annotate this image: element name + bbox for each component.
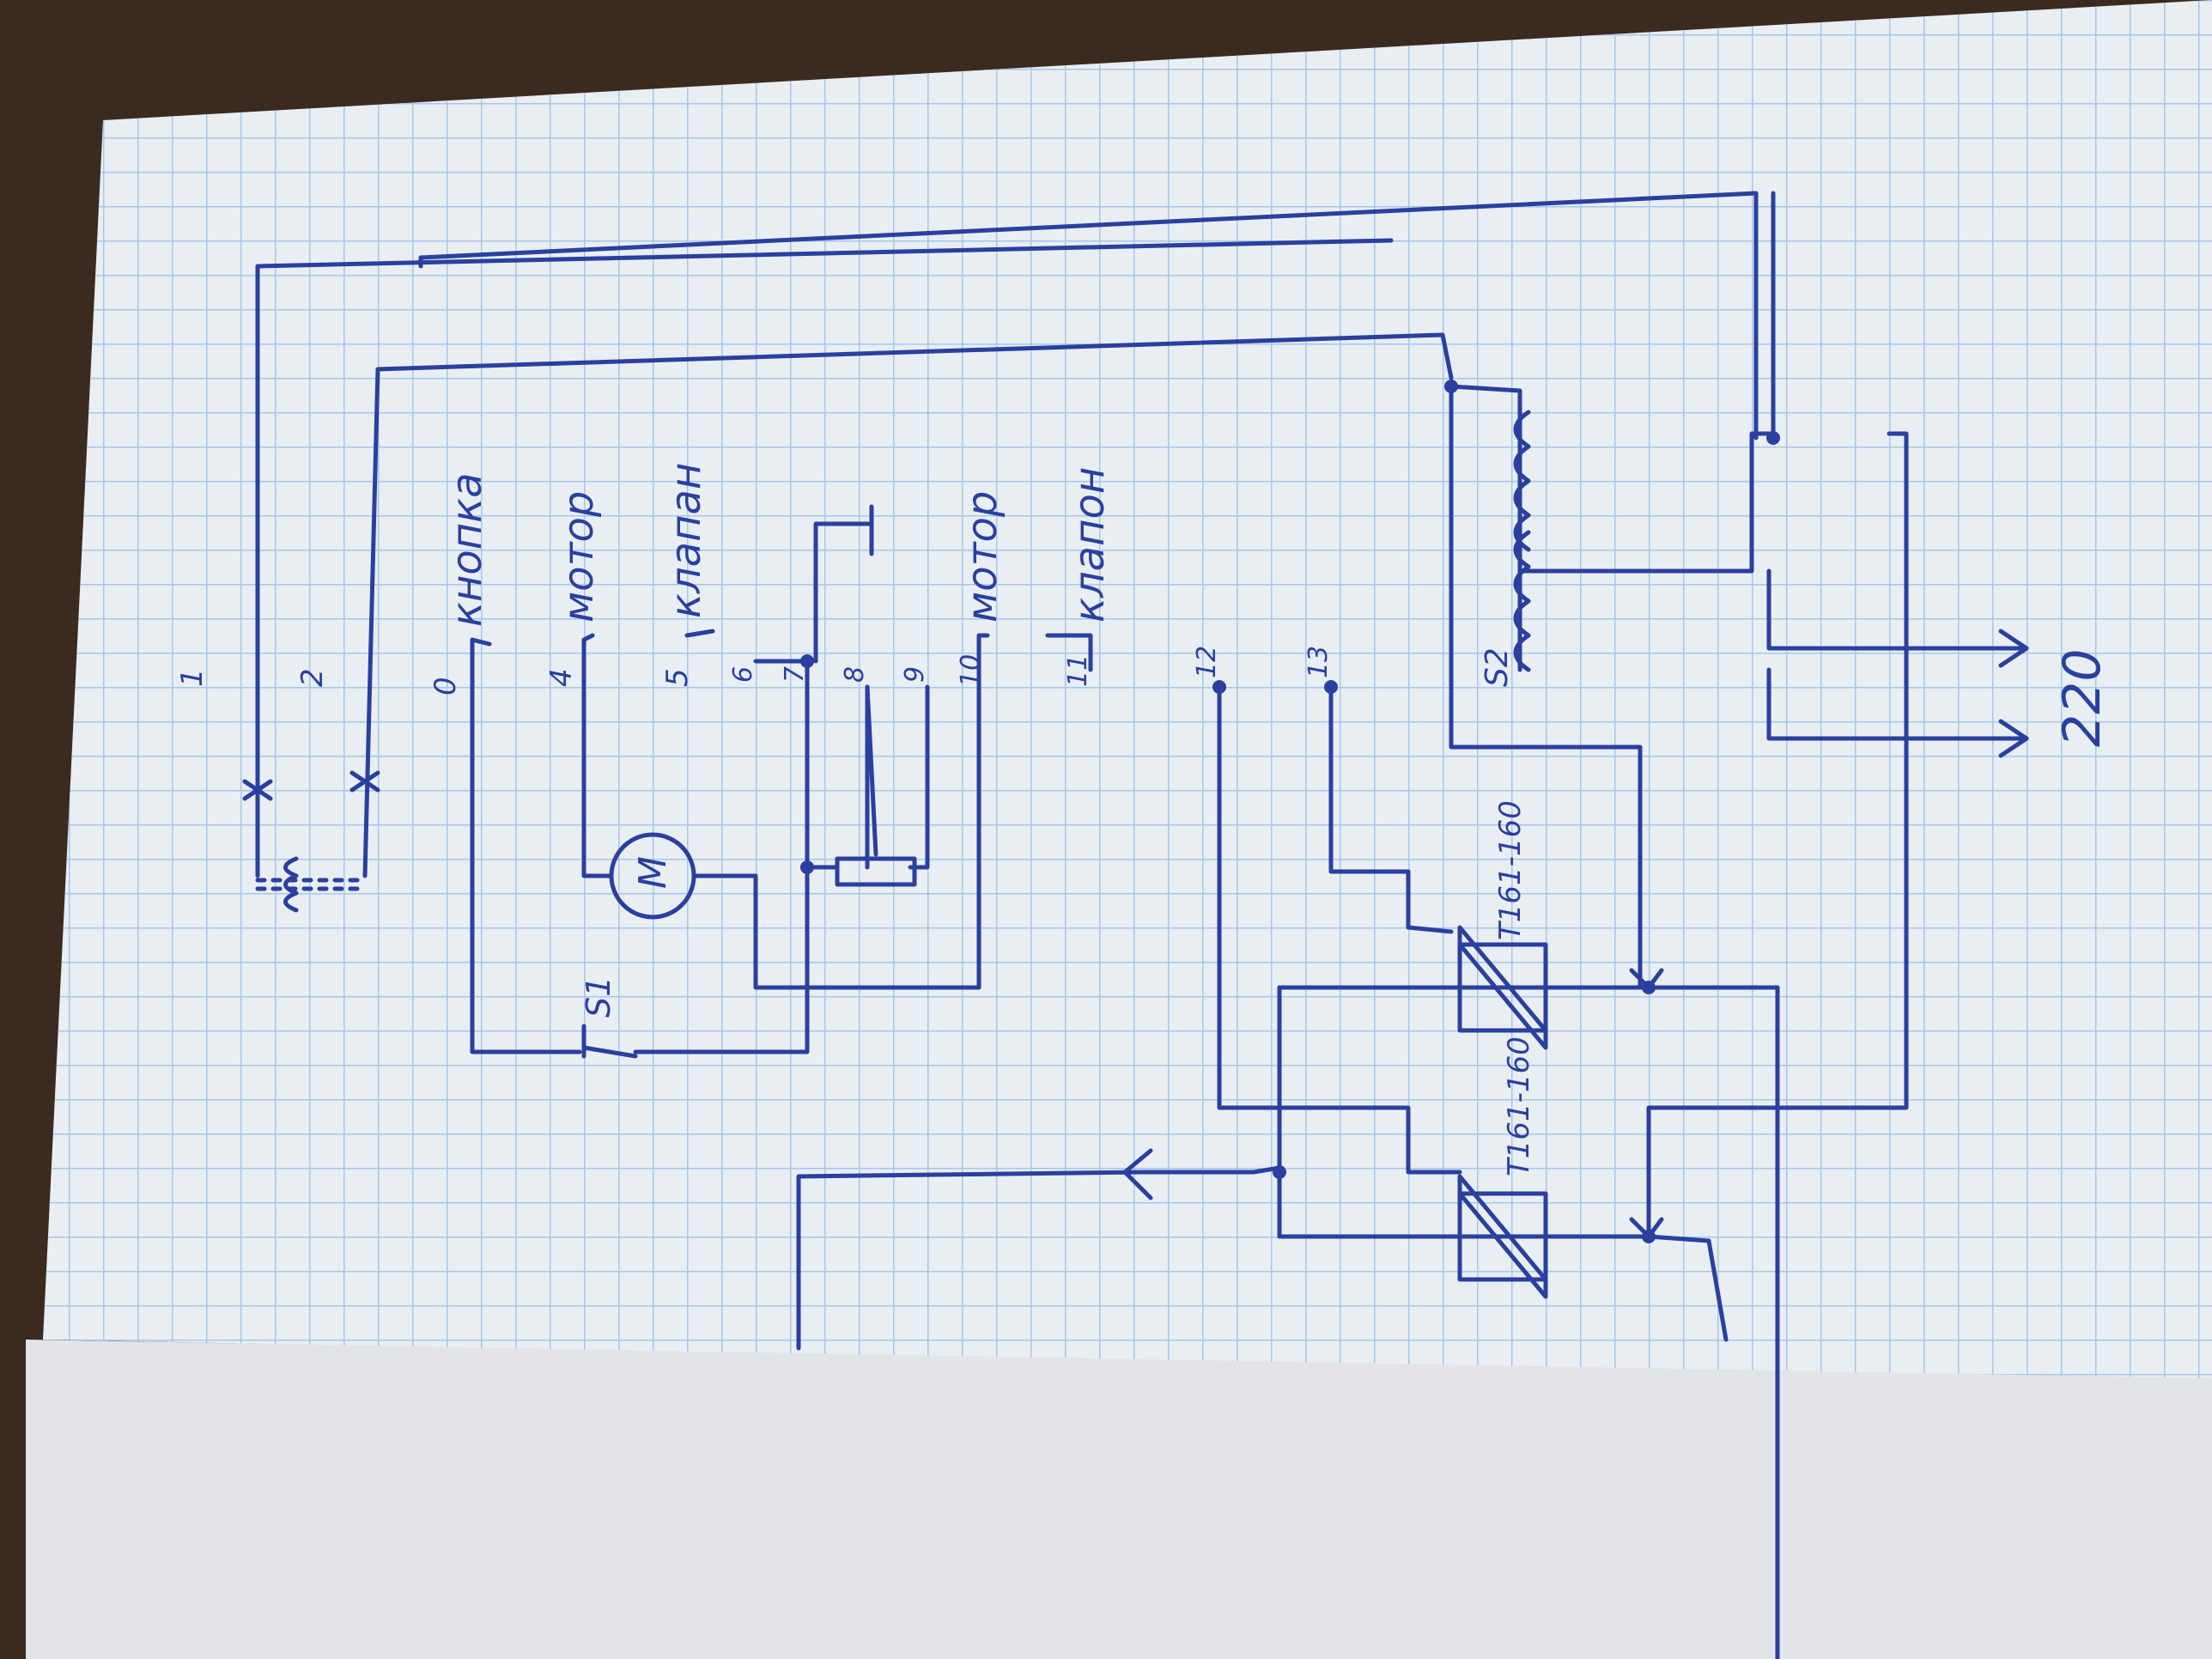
supply-voltage-label: 220: [2052, 648, 2112, 747]
terminal-11-number: 11: [1063, 654, 1093, 687]
terminal-10-number: 10: [956, 654, 986, 687]
transformer-primary-coil: [1513, 410, 1531, 552]
terminal-1-number: 1: [175, 668, 210, 687]
terminal-4-label: мотор: [555, 491, 603, 623]
terminal-13-number: 13: [1304, 646, 1334, 678]
triac-2-symbol: [1457, 1174, 1548, 1299]
potentiometer-symbol: [835, 856, 917, 887]
blank-paper-sheet: [26, 1340, 2212, 1659]
input-coil-symbol: [283, 856, 299, 913]
terminal-7-number: 7: [780, 666, 810, 683]
triac-1-label: T161-160: [1493, 800, 1528, 940]
motor-label: M: [631, 856, 675, 889]
terminal-6-number: 6: [728, 666, 758, 683]
terminal-12-number: 12: [1192, 646, 1222, 678]
terminal-5-number: 5: [660, 668, 695, 687]
triac-2-label: T161-160: [1502, 1036, 1536, 1176]
arrow-220-bottom: [1998, 719, 2029, 758]
switch-s2-label: S2: [1480, 647, 1515, 687]
terminal-4-number: 4: [544, 668, 579, 687]
arrow-220-top: [1998, 629, 2029, 668]
terminal-9-number: 9: [900, 666, 930, 683]
terminal-1-mark: [242, 779, 273, 801]
circuit-diagram: [242, 191, 2029, 1659]
terminal-2-mark: [349, 770, 380, 793]
terminal-0-label: кнопка: [443, 472, 491, 627]
terminal-0-number: 0: [428, 677, 463, 696]
component-labels: M S1 S2 T161-160 T161-160 220: [580, 647, 2112, 1176]
output-arrow: [1122, 1148, 1153, 1200]
terminal-labels: 1 2 0 кнопка 4 мотор 5 клапан 6 7 8 9 10…: [175, 463, 1334, 696]
terminal-5-label: клапан: [662, 463, 710, 618]
triac-1-symbol: [1457, 925, 1548, 1050]
terminal-8-number: 8: [840, 666, 870, 683]
terminal-2-number: 2: [295, 668, 330, 687]
switch-s1: [581, 1024, 638, 1059]
terminal-11-label: клапон: [1066, 467, 1114, 623]
switch-s1-label: S1: [580, 976, 617, 1018]
terminal-10-label: мотор: [958, 491, 1006, 623]
